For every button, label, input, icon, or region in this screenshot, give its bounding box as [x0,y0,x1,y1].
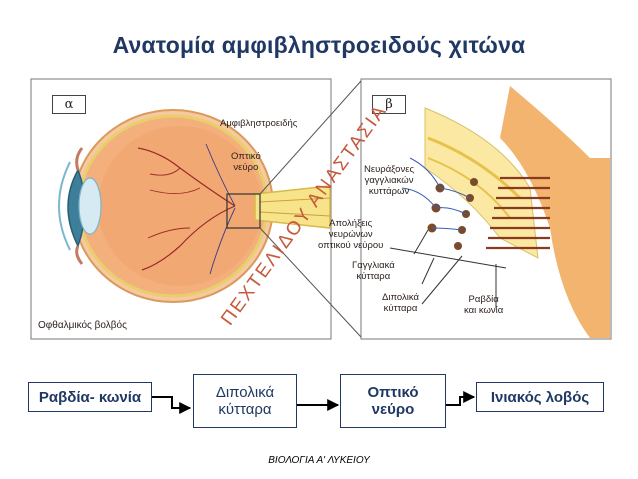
retina-figure: α β Αμφιβληστροειδής Οπτικό νεύρο Οφθαλμ… [30,78,612,340]
footer: ΒΙΟΛΟΓΙΑ Α' ΛΥΚΕΙΟΥ [268,455,370,466]
flow-step-occipital-lobe: Ινιακός λοβός [476,382,604,412]
label-ganglion-axons: Νευράξονες γαγγλιακών κυττάρων [364,164,415,197]
panel-a-label: α [52,95,86,114]
retina-layers-drawing [389,86,610,338]
label-ganglion-cells: Γαγγλιακά κύτταρα [352,260,395,282]
eyeball-drawing [58,109,331,303]
label-optic-nerve: Οπτικό νεύρο [231,151,261,173]
arrow-1 [152,396,192,414]
arrow-3 [446,391,476,406]
label-optic-nerve-endings: Απολήξεις νευρώνων οπτικού νεύρου [318,218,384,251]
label-retina: Αμφιβληστροειδής [220,118,298,129]
label-rods-cones: Ραβδία και κωνία [464,294,504,316]
flow-step-optic-nerve: Οπτικό νεύρο [340,374,446,428]
label-bipolar-cells: Διπολικά κύτταρα [382,292,419,314]
flow-step-bipolar: Διπολικά κύτταρα [193,374,297,428]
eye-illustration [30,78,612,340]
panel-b-label: β [372,95,406,114]
page-title: Ανατομία αμφιβληστροειδούς χιτώνα [112,32,526,58]
label-eyeball: Οφθαλμικός βολβός [38,320,127,331]
flow-step-rods-cones: Ραβδία- κωνία [28,382,152,412]
